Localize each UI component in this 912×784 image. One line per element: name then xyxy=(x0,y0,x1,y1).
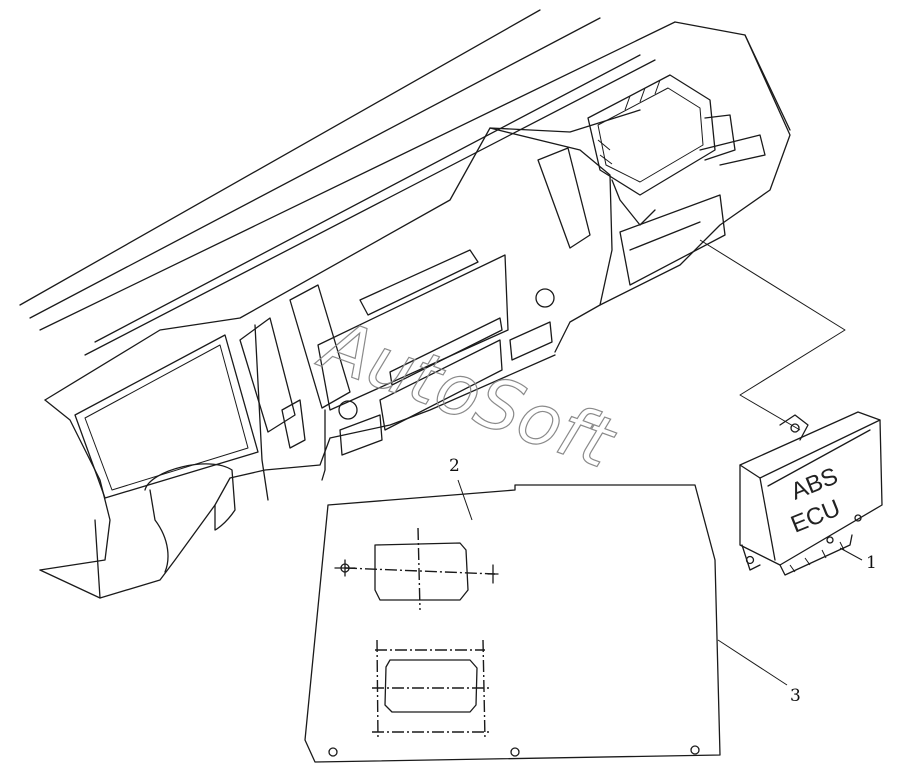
callout-3-label: 3 xyxy=(790,686,801,706)
callout-2-label: 2 xyxy=(449,456,460,476)
leader-dashboard-to-ecu xyxy=(699,239,846,431)
dashboard-panel xyxy=(19,9,791,599)
callout-2: 2 xyxy=(449,456,473,521)
watermark-text: AutoSoft xyxy=(308,303,626,486)
callout-1-label: 1 xyxy=(866,553,877,573)
callout-3: 3 xyxy=(717,639,801,706)
abs-ecu-module: ABS ECU xyxy=(739,411,883,576)
callout-1: 1 xyxy=(839,547,877,573)
cover-panel xyxy=(304,484,721,763)
